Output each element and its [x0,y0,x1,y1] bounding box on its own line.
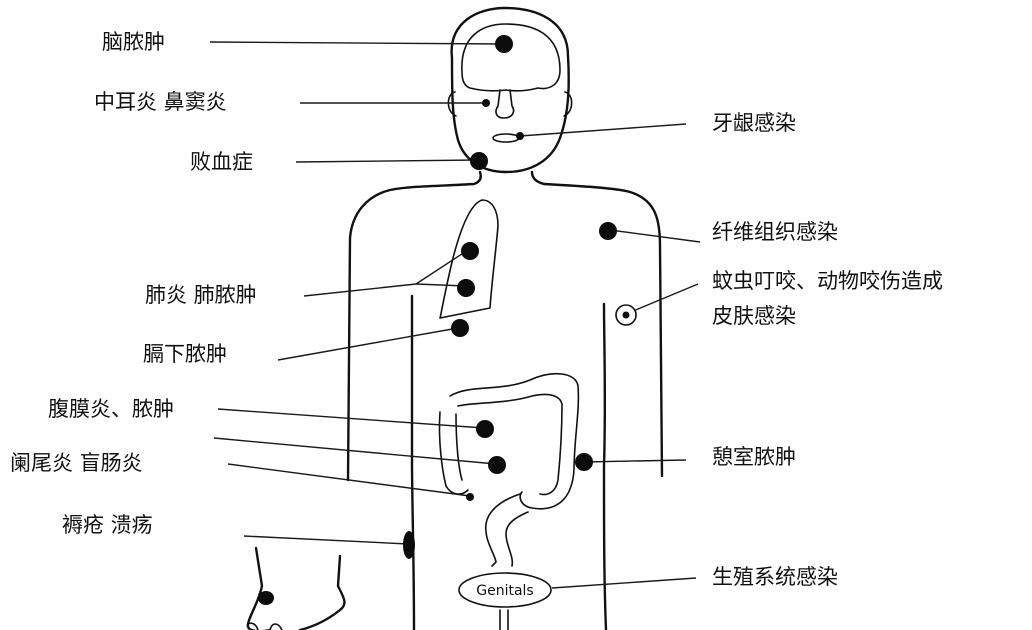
label-brain-abscess: 脑脓肿 [102,29,165,55]
dot-lung-lower [457,279,475,297]
label-diverticular-abscess: 憩室脓肿 [712,444,796,470]
dot-appendix [466,493,474,501]
label-pneumonia-lung-abscess: 肺炎 肺脓肿 [145,282,257,308]
label-subphrenic-abscess: 膈下脓肿 [143,341,227,367]
label-bedsore-ulcer: 褥疮 溃疡 [62,512,153,538]
label-bite-infection-line1: 蚊虫叮咬、动物咬伤造成 [712,268,943,294]
colon-outline [439,374,578,566]
genitals-marker: Genitals [459,573,551,630]
dot-lung-upper [461,242,479,260]
label-bite-infection-line2: 皮肤感染 [712,303,796,329]
genitals-label: Genitals [476,583,533,599]
dot-sepsis [470,152,488,170]
nose [496,90,514,118]
label-sepsis: 败血症 [190,149,253,175]
head-outline [448,8,571,172]
mouth [493,134,519,142]
dot-brain [495,35,513,53]
label-appendicitis-typhlitis: 阑尾炎 盲肠炎 [10,450,143,476]
brain-outline [462,24,560,91]
dot-ear-sinus [482,99,490,107]
label-gum-infection: 牙龈感染 [712,110,796,136]
label-otitis-sinusitis: 中耳炎 鼻窦炎 [94,89,227,115]
dot-peritoneal [476,420,494,438]
label-urogenital-infection: 生殖系统感染 [712,564,838,590]
dot-diverticular [575,453,593,471]
dot-gum [516,132,524,140]
foot-outline [248,548,345,630]
dot-bite-center [623,312,630,319]
label-fibrous-tissue-infection: 纤维组织感染 [712,219,838,245]
infection-dots [258,35,636,605]
dot-subphrenic [451,319,469,337]
dot-foot-ulcer [258,591,274,605]
label-peritonitis-abscess: 腹膜炎、脓肿 [48,396,174,422]
dot-fibrous-tissue [599,222,617,240]
dot-peritoneal-2 [488,456,506,474]
dot-leg-ulcer [403,531,415,559]
